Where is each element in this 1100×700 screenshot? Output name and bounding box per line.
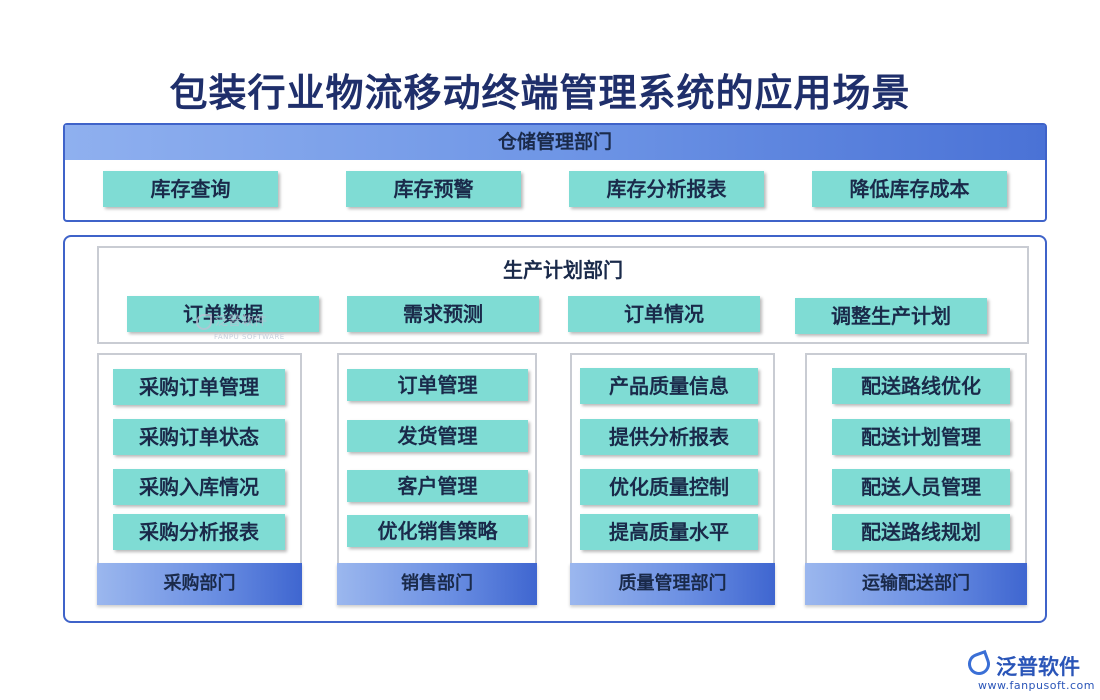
delivery-department-label: 运输配送部门 <box>805 563 1027 605</box>
delivery-item: 配送人员管理 <box>832 469 1010 505</box>
watermark-sub: FANPU SOFTWARE <box>214 333 285 341</box>
brand-name: 泛普软件 <box>996 655 1080 679</box>
purchasing-item: 采购订单管理 <box>113 369 285 405</box>
watermark: 泛普软件 <box>196 310 267 330</box>
sales-item: 客户管理 <box>347 470 528 502</box>
watermark-logo-icon <box>196 313 212 330</box>
sales-item: 订单管理 <box>347 369 528 401</box>
sales-department-label: 销售部门 <box>337 563 537 605</box>
delivery-item: 配送计划管理 <box>832 419 1010 455</box>
storage-item: 库存查询 <box>103 171 278 207</box>
storage-item: 库存分析报表 <box>569 171 764 207</box>
quality-item: 提供分析报表 <box>580 419 758 455</box>
quality-item: 优化质量控制 <box>580 469 758 505</box>
quality-item: 提高质量水平 <box>580 514 758 550</box>
purchasing-department-label: 采购部门 <box>97 563 302 605</box>
production-item: 订单情况 <box>568 296 760 332</box>
quality-department-label: 质量管理部门 <box>570 563 775 605</box>
brand-url: www.fanpusoft.com <box>978 679 1095 692</box>
purchasing-item: 采购订单状态 <box>113 419 285 455</box>
delivery-item: 配送路线规划 <box>832 514 1010 550</box>
production-item: 调整生产计划 <box>795 298 987 334</box>
production-department-title: 生产计划部门 <box>503 258 623 282</box>
sales-item: 优化销售策略 <box>347 515 528 547</box>
quality-item: 产品质量信息 <box>580 368 758 404</box>
storage-item: 库存预警 <box>346 171 521 207</box>
production-item: 需求预测 <box>347 296 539 332</box>
storage-item: 降低库存成本 <box>812 171 1007 207</box>
purchasing-item: 采购入库情况 <box>113 469 285 505</box>
delivery-item: 配送路线优化 <box>832 368 1010 404</box>
purchasing-item: 采购分析报表 <box>113 514 285 550</box>
storage-department-header: 仓储管理部门 <box>65 125 1045 160</box>
sales-item: 发货管理 <box>347 420 528 452</box>
brand-logo-icon <box>964 649 994 679</box>
diagram-title: 包装行业物流移动终端管理系统的应用场景 <box>169 71 911 115</box>
